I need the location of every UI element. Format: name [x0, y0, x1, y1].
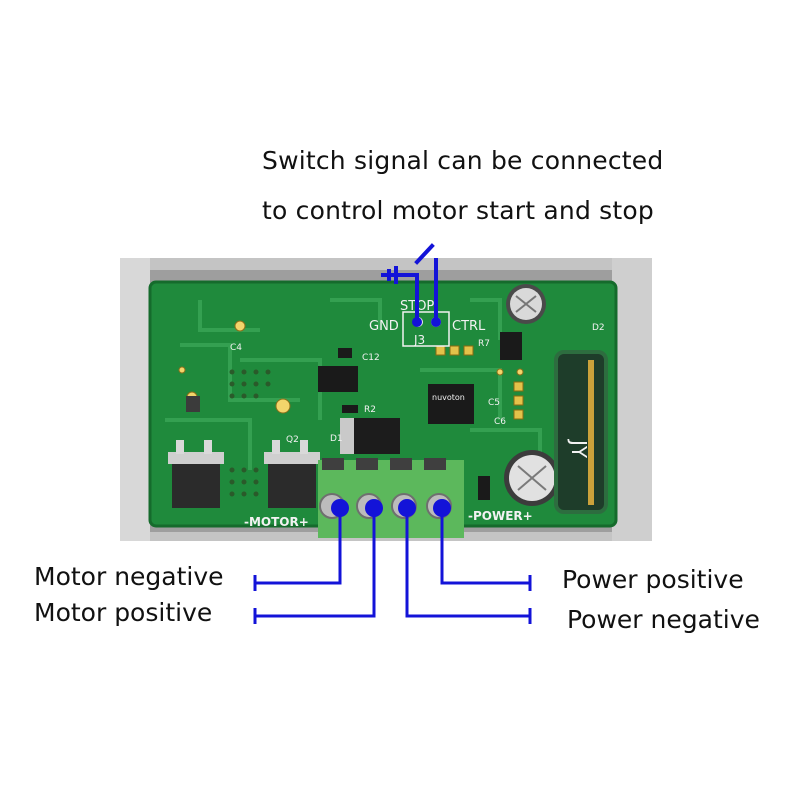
- switch-dot-ctrl: [431, 317, 441, 327]
- terminal-leaders: [253, 508, 532, 624]
- switch-symbol: [381, 243, 438, 324]
- mosfet-left: [168, 440, 224, 508]
- enclosure-left-wall: [120, 258, 150, 541]
- label-motor-positive: Motor positive: [34, 598, 213, 627]
- silk-d1: D1: [330, 434, 343, 444]
- terminal-dot-motor-neg: [331, 499, 349, 517]
- silk-c12: C12: [362, 353, 380, 363]
- capacitor-large: JY: [554, 350, 608, 514]
- silk-d2: D2: [592, 323, 605, 333]
- silk-j3: J3: [413, 333, 425, 347]
- enclosure-right-wall: [612, 258, 652, 541]
- caption-line-1: Switch signal can be connected: [262, 146, 664, 175]
- inductor: [186, 396, 200, 412]
- terminal-dot-motor-pos: [365, 499, 383, 517]
- j3-outline: [402, 311, 450, 347]
- pcb-board: [150, 282, 616, 526]
- svg-text:JY: JY: [567, 438, 591, 459]
- label-power-negative: Power negative: [567, 605, 760, 634]
- capacitor-small: [506, 284, 546, 324]
- ic-microcontroller: [428, 384, 474, 424]
- silk-c5: C5: [488, 398, 500, 408]
- mosfet-right: [264, 440, 320, 508]
- capacitor-medium: [504, 450, 560, 506]
- ic-small-right: [500, 332, 522, 360]
- ic-sot-top: [338, 348, 352, 358]
- switch-dot-gnd: [412, 317, 422, 327]
- silk-gnd: GND: [369, 319, 399, 334]
- regulator: [340, 418, 400, 454]
- ic-small-top: [318, 366, 358, 392]
- silk-q2: Q2: [286, 435, 299, 445]
- silk-ctrl: CTRL: [452, 319, 486, 334]
- terminal-dot-power-pos: [433, 499, 451, 517]
- header-pins: [435, 345, 524, 420]
- silk-c6: C6: [494, 417, 506, 427]
- resistor-r2: [342, 405, 358, 413]
- silk-c4: C4: [230, 343, 242, 353]
- silk-motor: -MOTOR+: [244, 515, 309, 529]
- pcb-via-grid: [229, 369, 271, 497]
- silk-power: -POWER+: [468, 509, 533, 523]
- silk-r2: R2: [364, 405, 376, 415]
- label-power-positive: Power positive: [562, 565, 744, 594]
- silk-chip-brand: nuvoton: [432, 393, 465, 402]
- caption-line-2: to control motor start and stop: [262, 196, 654, 225]
- terminal-dot-power-neg: [398, 499, 416, 517]
- ic-diode-d2: [478, 476, 490, 500]
- label-motor-negative: Motor negative: [34, 562, 224, 591]
- silk-r7: R7: [478, 339, 490, 349]
